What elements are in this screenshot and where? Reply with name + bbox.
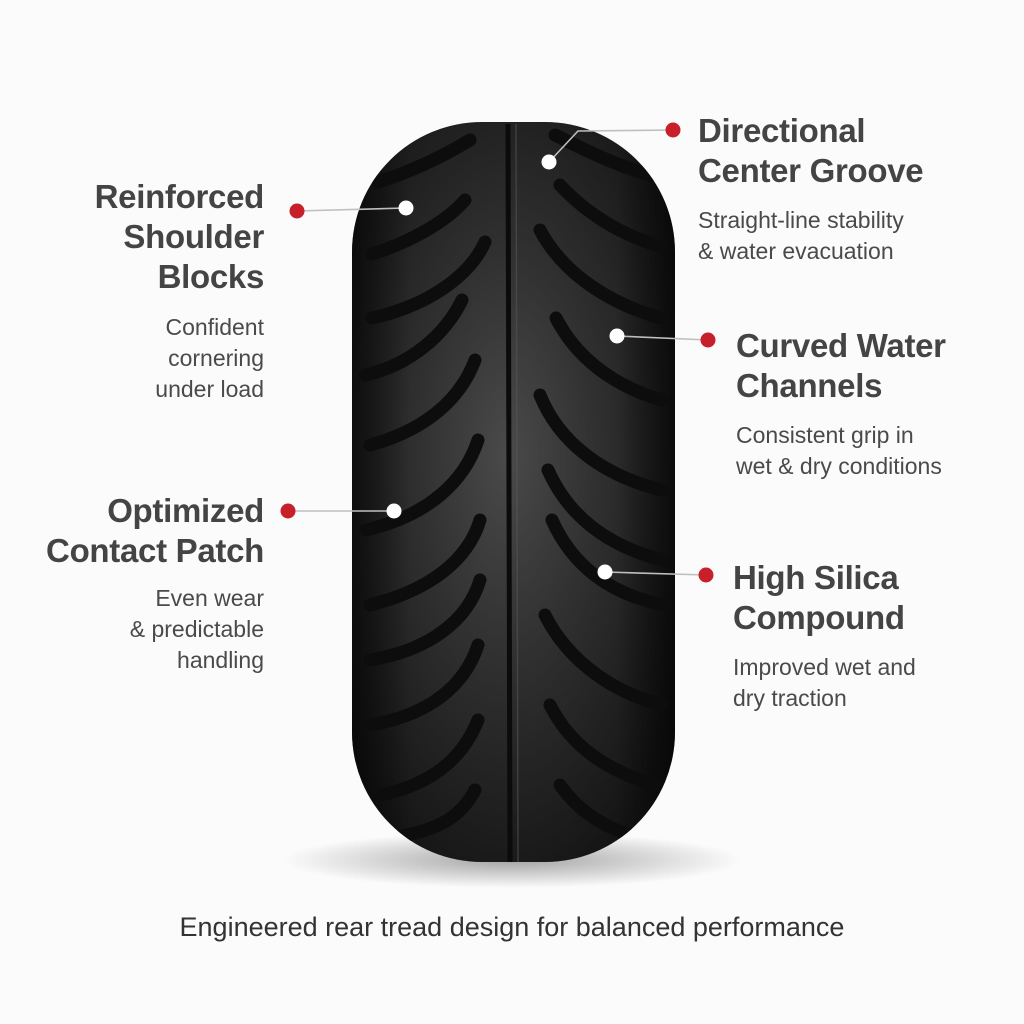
anchor-point [609, 328, 625, 344]
callout-dot [280, 503, 296, 519]
leader-line-shoulder [296, 207, 407, 212]
anchor-point [398, 200, 414, 216]
leader-line-center-groove [548, 129, 674, 163]
callout-description: Even wear & predictable handling [129, 585, 264, 673]
anchor-point [597, 564, 613, 580]
callout-title: High Silica Compound [733, 559, 905, 636]
callout-title: Optimized Contact Patch [46, 492, 264, 569]
anchor-point [541, 154, 557, 170]
anchor-point [386, 503, 402, 519]
callout-dot [289, 203, 305, 219]
leader-lines [288, 129, 709, 576]
callout-high-silica-compound: High Silica Compound Improved wet and dr… [733, 558, 916, 714]
callout-title: Directional Center Groove [698, 112, 924, 189]
callout-dot [700, 332, 716, 348]
motorcycle-rear-tire-icon [352, 122, 675, 862]
left-tread-grooves [358, 133, 492, 843]
callout-markers [280, 122, 716, 583]
callout-directional-center-groove: Directional Center Groove Straight-line … [698, 111, 924, 267]
leader-line-silica [604, 571, 707, 576]
right-tread-grooves [533, 128, 672, 842]
callout-description: Confident cornering under load [155, 314, 264, 402]
diagram-caption: Engineered rear tread design for balance… [179, 912, 845, 942]
callout-dot [665, 122, 681, 138]
callout-optimized-contact-patch: Optimized Contact Patch Even wear & pred… [46, 491, 264, 676]
callout-dot [698, 567, 714, 583]
callout-description: Improved wet and dry traction [733, 654, 916, 711]
callout-reinforced-shoulder-blocks: Reinforced Shoulder Blocks Confident cor… [94, 177, 265, 405]
callout-title: Reinforced Shoulder Blocks [94, 178, 265, 295]
callout-curved-water-channels: Curved Water Channels Consistent grip in… [736, 326, 946, 482]
callout-description: Straight-line stability & water evacuati… [698, 207, 904, 264]
callout-description: Consistent grip in wet & dry conditions [736, 422, 942, 479]
leader-line-water-channels [616, 335, 709, 341]
callout-title: Curved Water Channels [736, 327, 946, 404]
center-groove [505, 123, 513, 862]
